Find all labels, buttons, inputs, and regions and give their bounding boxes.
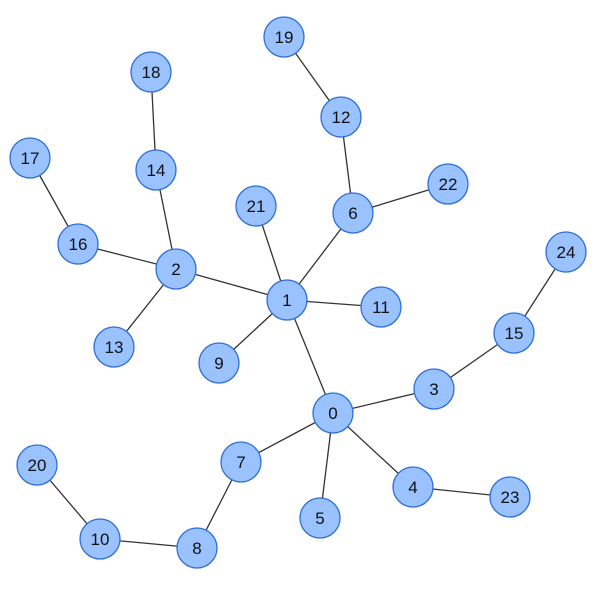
node-9: 9 xyxy=(198,342,240,384)
node-3: 3 xyxy=(413,368,455,410)
node-0: 0 xyxy=(312,392,354,434)
node-label: 3 xyxy=(429,380,438,399)
node-label: 22 xyxy=(439,175,458,194)
node-21: 21 xyxy=(235,185,277,227)
node-18: 18 xyxy=(130,51,172,93)
node-circle xyxy=(392,466,434,508)
node-24: 24 xyxy=(545,231,587,273)
node-6: 6 xyxy=(332,192,374,234)
node-1: 1 xyxy=(266,279,308,321)
node-circle xyxy=(266,279,308,321)
node-label: 9 xyxy=(214,354,223,373)
node-5: 5 xyxy=(299,497,341,539)
node-14: 14 xyxy=(135,149,177,191)
node-label: 11 xyxy=(372,298,390,317)
node-circle xyxy=(427,163,469,205)
node-label: 14 xyxy=(147,161,166,180)
node-label: 8 xyxy=(192,539,201,558)
node-circle xyxy=(198,342,240,384)
node-10: 10 xyxy=(79,518,121,560)
node-8: 8 xyxy=(176,527,218,569)
node-label: 0 xyxy=(328,404,337,423)
node-circle xyxy=(320,96,362,138)
node-circle xyxy=(332,192,374,234)
node-circle xyxy=(299,497,341,539)
node-circle xyxy=(312,392,354,434)
node-label: 7 xyxy=(236,453,245,472)
node-label: 12 xyxy=(332,108,351,127)
node-label: 10 xyxy=(91,530,110,549)
node-circle xyxy=(79,518,121,560)
node-circle xyxy=(545,231,587,273)
node-circle xyxy=(489,476,531,518)
node-19: 19 xyxy=(263,16,305,58)
node-7: 7 xyxy=(220,441,262,483)
node-11: 11 xyxy=(360,286,402,328)
node-label: 13 xyxy=(105,338,124,357)
node-circle xyxy=(16,444,58,486)
node-label: 4 xyxy=(408,478,417,497)
node-circle xyxy=(135,149,177,191)
node-13: 13 xyxy=(93,326,135,368)
node-label: 20 xyxy=(28,456,47,475)
node-4: 4 xyxy=(392,466,434,508)
node-label: 21 xyxy=(247,197,266,216)
node-circle xyxy=(130,51,172,93)
node-15: 15 xyxy=(493,312,535,354)
node-12: 12 xyxy=(320,96,362,138)
node-label: 18 xyxy=(142,63,161,82)
node-circle xyxy=(57,223,99,265)
node-17: 17 xyxy=(9,137,51,179)
node-label: 6 xyxy=(348,204,357,223)
node-label: 15 xyxy=(505,324,524,343)
node-circle xyxy=(220,441,262,483)
node-2: 2 xyxy=(155,248,197,290)
node-circle xyxy=(493,312,535,354)
node-circle xyxy=(360,286,402,328)
node-circle xyxy=(263,16,305,58)
node-label: 23 xyxy=(501,488,520,507)
node-23: 23 xyxy=(489,476,531,518)
node-circle xyxy=(155,248,197,290)
node-circle xyxy=(176,527,218,569)
node-label: 19 xyxy=(275,28,294,47)
node-circle xyxy=(9,137,51,179)
node-16: 16 xyxy=(57,223,99,265)
node-20: 20 xyxy=(16,444,58,486)
node-label: 5 xyxy=(315,509,324,528)
node-label: 17 xyxy=(21,149,40,168)
node-label: 24 xyxy=(557,243,576,262)
node-label: 2 xyxy=(171,260,180,279)
node-circle xyxy=(413,368,455,410)
node-label: 1 xyxy=(282,291,291,310)
node-22: 22 xyxy=(427,163,469,205)
node-label: 16 xyxy=(69,235,88,254)
node-circle xyxy=(93,326,135,368)
node-circle xyxy=(235,185,277,227)
